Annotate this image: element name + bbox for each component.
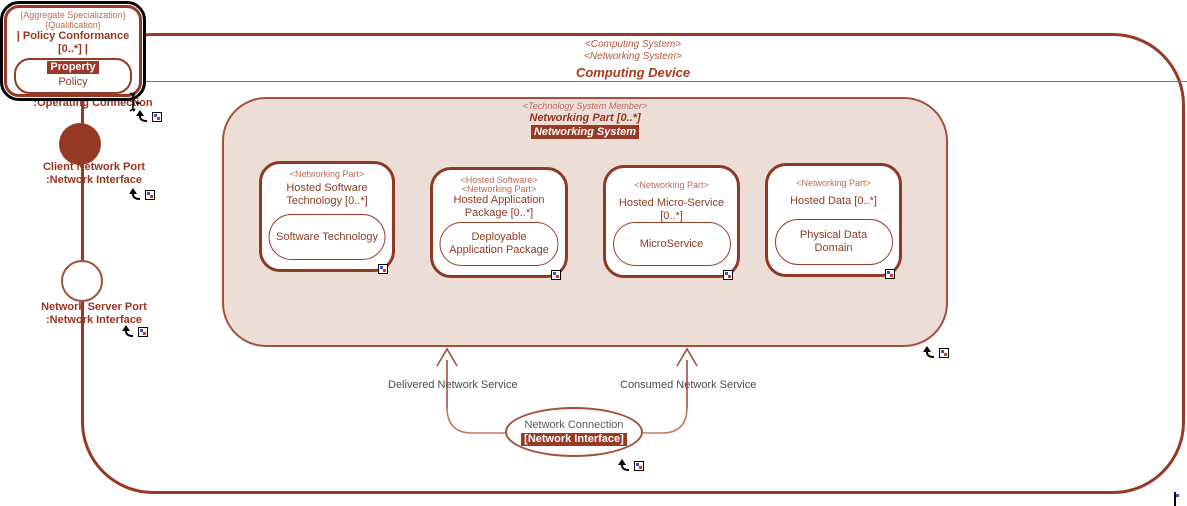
goto-arrow-icon[interactable] bbox=[136, 110, 149, 122]
property-shape[interactable]: Property Policy bbox=[14, 58, 132, 94]
networking-part-role: Networking Part [0..*] bbox=[529, 112, 641, 124]
decorator-icons-network-connection[interactable] bbox=[618, 459, 644, 471]
goto-arrow-icon[interactable] bbox=[129, 188, 142, 200]
marker-square-icon[interactable] bbox=[885, 269, 895, 279]
policy-conformance-label: | Policy Conformance [0..*] | bbox=[16, 30, 130, 55]
computing-device-name: Computing Device bbox=[575, 65, 691, 80]
part-box-hosted-software-technology[interactable]: <Networking Part> Hosted Software Techno… bbox=[259, 161, 395, 274]
marker-square-icon[interactable] bbox=[1174, 492, 1179, 506]
part1-name: Hosted Software Technology [0..*] bbox=[286, 182, 368, 207]
client-port-name: Client Network Port bbox=[42, 161, 146, 173]
part1-stereotype: <Networking Part> bbox=[289, 169, 365, 179]
computing-device-header: <Computing System> <Networking System> C… bbox=[84, 36, 1182, 81]
networking-system-name: Networking System bbox=[530, 125, 640, 139]
marker-square-icon[interactable] bbox=[378, 264, 388, 274]
marker-square-icon[interactable] bbox=[723, 270, 733, 280]
marker-square-icon[interactable] bbox=[551, 270, 561, 280]
decorator-icons-server-port[interactable] bbox=[122, 325, 148, 337]
consumed-network-service-label[interactable]: Consumed Network Service bbox=[620, 379, 757, 391]
marker-square-icon[interactable] bbox=[939, 348, 949, 358]
server-port-type: :Network Interface bbox=[46, 314, 142, 326]
decorator-icons-networking-system[interactable] bbox=[923, 346, 949, 358]
delivered-network-service-label[interactable]: Delivered Network Service bbox=[388, 379, 518, 391]
network-connection-ellipse[interactable]: Network Connection [Network Interface] bbox=[505, 407, 643, 457]
part2-stereotype-1: <Hosted Software> bbox=[460, 175, 538, 185]
computing-device-stereotype-2: <Networking System> bbox=[584, 51, 682, 62]
decorator-icons-client-port[interactable] bbox=[129, 188, 155, 200]
networking-system-header: <Technology System Member> Networking Pa… bbox=[224, 99, 946, 139]
network-interface-highlight: [Network Interface] bbox=[521, 432, 627, 446]
marker-square-icon[interactable] bbox=[145, 190, 155, 200]
part-box-hosted-data[interactable]: <Networking Part> Hosted Data [0..*] Phy… bbox=[765, 163, 902, 279]
client-port-type: :Network Interface bbox=[46, 174, 142, 186]
pill-software-technology[interactable]: Software Technology bbox=[268, 214, 386, 260]
goto-arrow-icon[interactable] bbox=[122, 325, 135, 337]
policy-conformance-box[interactable]: {Aggregate Specialization} {Qualificatio… bbox=[0, 1, 146, 101]
pill-deployable-application-package[interactable]: Deployable Application Package bbox=[439, 222, 559, 266]
part4-stereotype: <Networking Part> bbox=[796, 178, 871, 188]
part-box-hosted-application-package[interactable]: <Hosted Software> <Networking Part> Host… bbox=[430, 167, 568, 280]
network-server-port-label[interactable]: Network Server Port :Network Interface bbox=[18, 301, 170, 327]
marker-square-icon[interactable] bbox=[634, 461, 644, 471]
aggregate-specialization-stereotype: {Aggregate Specialization} bbox=[20, 10, 126, 20]
server-port-name: Network Server Port bbox=[41, 301, 147, 313]
pill-physical-data-domain[interactable]: Physical Data Domain bbox=[774, 219, 893, 265]
pill-microservice[interactable]: MicroService bbox=[612, 222, 731, 266]
marker-square-icon[interactable] bbox=[152, 112, 162, 122]
part2-name: Hosted Application Package [0..*] bbox=[453, 194, 545, 219]
client-network-port[interactable] bbox=[59, 123, 101, 165]
part2-stereotype-2: <Networking Part> bbox=[461, 184, 537, 194]
header-separator-line bbox=[82, 81, 1187, 82]
computing-device-stereotype-1: <Computing System> bbox=[584, 39, 682, 50]
part3-stereotype: <Networking Part> bbox=[634, 180, 709, 190]
client-network-port-label[interactable]: Client Network Port :Network Interface bbox=[18, 161, 170, 187]
part4-name: Hosted Data [0..*] bbox=[790, 195, 877, 207]
networking-system-stereotype: <Technology System Member> bbox=[522, 101, 648, 111]
decorator-icons-operating-connection[interactable] bbox=[136, 110, 162, 122]
part-box-hosted-micro-service[interactable]: <Networking Part> Hosted Micro-Service [… bbox=[603, 165, 740, 280]
network-connection-name: Network Connection bbox=[524, 418, 624, 431]
qualification-stereotype: {Qualification} bbox=[45, 20, 101, 30]
policy-conformance-inner: {Aggregate Specialization} {Qualificatio… bbox=[4, 5, 142, 97]
policy-name: Policy bbox=[58, 76, 88, 88]
property-highlight: Property bbox=[47, 61, 99, 74]
marker-square-icon[interactable] bbox=[138, 327, 148, 337]
text-cursor-icon bbox=[129, 92, 141, 112]
goto-arrow-icon[interactable] bbox=[923, 346, 936, 358]
network-server-port[interactable] bbox=[61, 260, 103, 302]
goto-arrow-icon[interactable] bbox=[618, 459, 631, 471]
part3-name: Hosted Micro-Service [0..*] bbox=[618, 197, 725, 222]
